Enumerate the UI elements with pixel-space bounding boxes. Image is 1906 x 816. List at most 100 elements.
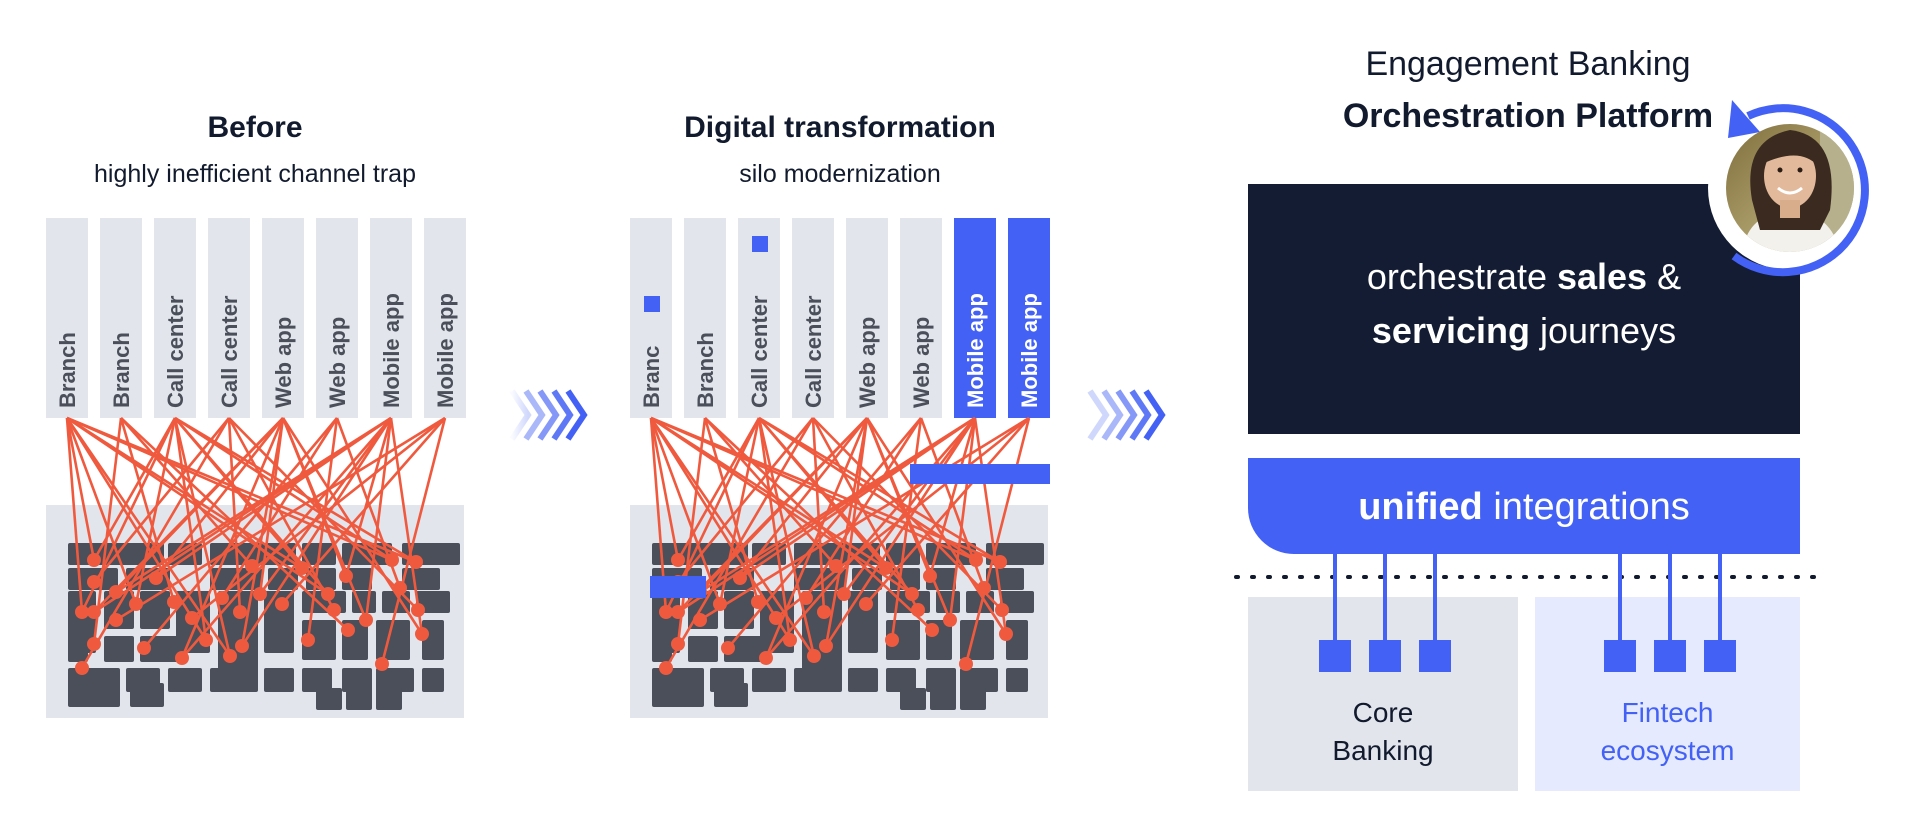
system-block — [930, 688, 956, 710]
connection-dot — [199, 633, 213, 647]
channel-column — [262, 218, 304, 418]
connection-dot — [87, 605, 101, 619]
connection-dot — [339, 569, 353, 583]
connection-dot — [75, 661, 89, 675]
channel-column — [100, 218, 142, 418]
connection-dot — [721, 641, 735, 655]
unified-integrations-text: unified integrations — [1248, 480, 1800, 534]
connection-line — [364, 417, 393, 621]
channel-column — [46, 218, 88, 418]
connection-dot — [819, 639, 833, 653]
connection-dot — [233, 605, 247, 619]
connection-dot — [149, 571, 163, 585]
connection-line — [134, 417, 177, 605]
chevrons-right-icon — [509, 389, 588, 441]
connection-line — [281, 417, 368, 621]
connection-dot — [829, 559, 843, 573]
connection-dot — [817, 605, 831, 619]
fintech-box — [1535, 597, 1800, 791]
connection-line — [704, 417, 933, 631]
connection-dot — [693, 613, 707, 627]
connection-lines-1 — [65, 416, 447, 675]
integrations-word: integrations — [1482, 486, 1690, 528]
connection-line — [80, 417, 231, 669]
system-block — [316, 688, 342, 710]
panel-before-title: Before — [207, 111, 303, 144]
connection-line — [119, 417, 176, 603]
connection-dot — [359, 613, 373, 627]
connection-dot — [993, 555, 1007, 569]
system-block — [848, 668, 878, 692]
modernized-marker — [752, 236, 768, 252]
system-block — [422, 668, 444, 692]
system-block — [130, 683, 164, 707]
connection-line — [380, 417, 447, 665]
unified-integrations-bar — [1248, 458, 1800, 554]
connection-line — [664, 417, 815, 669]
connection-dot — [393, 581, 407, 595]
connection-line — [344, 417, 393, 577]
connection-line — [928, 417, 977, 577]
channel-column — [154, 218, 196, 418]
connection-line — [154, 417, 285, 579]
integration-connectors — [1319, 554, 1736, 672]
connection-line — [143, 417, 338, 649]
system-block — [342, 668, 372, 692]
connection-line — [649, 417, 816, 657]
fintech-label-line2: ecosystem — [1600, 735, 1735, 766]
connection-dot — [959, 657, 973, 671]
connection-line — [120, 417, 349, 631]
connection-line — [757, 417, 792, 641]
platform-title-line1: Engagement Banking — [1365, 45, 1691, 83]
connection-dot — [327, 603, 341, 617]
channel-label: Branch — [693, 332, 718, 408]
channel-label: Call center — [801, 295, 826, 408]
connection-line — [676, 417, 707, 645]
channel-label: Branch — [55, 332, 80, 408]
system-block — [68, 683, 120, 707]
connection-dot — [659, 605, 673, 619]
channel-column — [208, 218, 250, 418]
connection-dot — [385, 553, 399, 567]
connection-line — [240, 417, 285, 647]
core-banking-label: Core Banking — [1248, 694, 1518, 770]
connection-dot — [185, 611, 199, 625]
channel-label: Branc — [639, 346, 664, 408]
core-label-line1: Core — [1352, 697, 1414, 728]
connection-dot — [943, 613, 957, 627]
connection-line — [973, 417, 1008, 635]
connection-dot — [215, 591, 229, 605]
connection-dot — [859, 597, 873, 611]
orchestrate-amp: & — [1647, 256, 1682, 297]
channel-label: Mobile app — [433, 293, 458, 408]
orchestrate-journeys: journeys — [1530, 310, 1677, 351]
connection-line — [765, 417, 976, 659]
channel-column — [684, 218, 726, 418]
connection-dot — [223, 649, 237, 663]
connection-dot — [769, 611, 783, 625]
connection-line — [824, 417, 869, 647]
panel-digital-subtitle: silo modernization — [739, 160, 941, 188]
channel-label: Call center — [217, 295, 242, 408]
channel-column — [424, 218, 466, 418]
system-block — [960, 668, 998, 692]
orchestrate-pre: orchestrate — [1366, 256, 1557, 297]
system-block — [104, 636, 134, 662]
channel-column — [1008, 218, 1050, 418]
system-block — [376, 668, 414, 692]
connection-dot — [671, 605, 685, 619]
modernized-marker — [644, 296, 660, 312]
modernized-bar — [650, 576, 706, 598]
connection-dot — [341, 623, 355, 637]
unified-word: unified — [1358, 486, 1483, 528]
connection-line — [66, 416, 329, 596]
connection-dot — [671, 553, 685, 567]
connection-line — [65, 417, 138, 605]
connection-dot — [879, 561, 893, 575]
connection-dot — [885, 633, 899, 647]
connection-line — [650, 416, 913, 596]
system-block — [346, 688, 372, 710]
connection-line — [948, 417, 977, 621]
